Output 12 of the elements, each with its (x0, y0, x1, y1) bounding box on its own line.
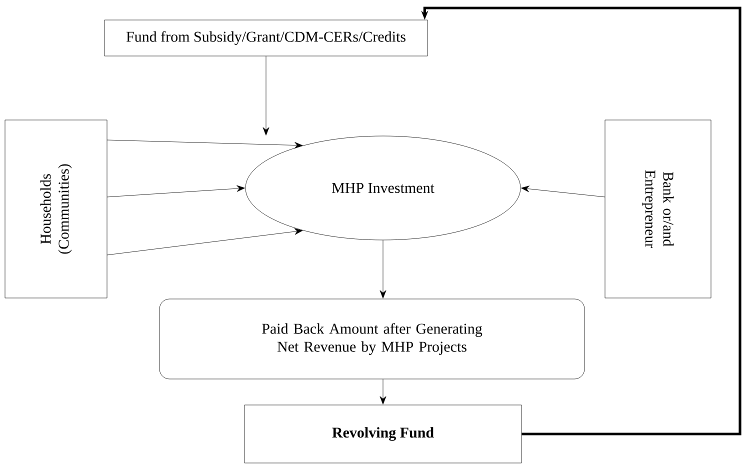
arrow (380, 240, 386, 298)
arrow (106, 185, 245, 198)
funding-box: Fund from Subsidy/Grant/CDM-CERs/Credits (104, 20, 428, 56)
stakeholder-box: Households (Communities) (4, 120, 108, 298)
repayment-box: Paid Back Amount after Generating Net Revenue by MHP Projects (159, 298, 585, 380)
arrow (106, 228, 303, 256)
arrow (521, 186, 606, 198)
stakeholder-box: Bank or/and Entrepreneur (604, 120, 712, 298)
arrow (262, 56, 270, 136)
revolving-fund-box: Revolving Fund (244, 404, 522, 464)
arrow (380, 379, 386, 404)
arrow (106, 140, 303, 148)
